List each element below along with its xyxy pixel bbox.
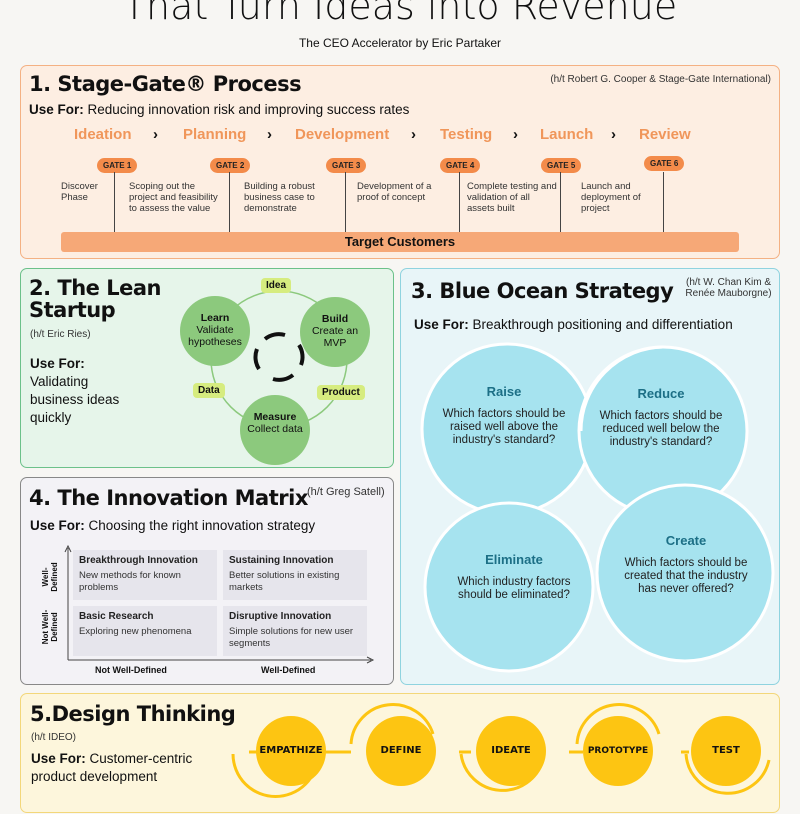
target-customers-bar: Target Customers <box>61 232 739 252</box>
section-title: 2. The Lean Startup <box>29 276 161 322</box>
gate-5: GATE 5 <box>541 158 582 173</box>
stage-development: Development <box>295 126 390 143</box>
gate-line <box>663 172 664 234</box>
x-label-not-well-defined: Not Well-Defined <box>95 665 167 675</box>
lean-startup-section: 2. The Lean Startup (h/t Eric Ries) Use … <box>20 268 394 468</box>
gate-line <box>229 172 230 234</box>
step-define: DEFINE <box>366 716 436 786</box>
gate-description: Building a robust business case to demon… <box>244 181 315 214</box>
gate-1: GATE 1 <box>97 158 138 173</box>
stage-testing: Testing <box>440 126 493 143</box>
chevron-right-icon: › <box>267 126 272 143</box>
design-thinking-section: 5.Design Thinking (h/t IDEO) Use For: Cu… <box>20 693 780 813</box>
section-title: 3. Blue Ocean Strategy <box>411 279 674 303</box>
tag-idea: Idea <box>261 278 292 293</box>
matrix-axes <box>64 544 375 664</box>
gate-line <box>560 172 561 234</box>
use-for: Use For: Reducing innovation risk and im… <box>29 102 410 117</box>
section-title: 4. The Innovation Matrix <box>29 486 308 510</box>
refresh-cycle-icon <box>253 332 305 382</box>
page-subtitle: The CEO Accelerator by Eric Partaker <box>298 36 502 50</box>
use-for: Use For: Choosing the right innovation s… <box>30 518 316 533</box>
y-label-not-well-defined: Not Well-Defined <box>41 609 59 645</box>
gate-line <box>459 172 460 234</box>
step-ideate: IDEATE <box>476 716 546 786</box>
y-label-well-defined: Well-Defined <box>41 562 59 592</box>
gate-description: Discover Phase <box>61 181 98 203</box>
section-title: 1. Stage-Gate® Process <box>29 72 302 96</box>
gate-4: GATE 4 <box>440 158 481 173</box>
chevron-right-icon: › <box>153 126 158 143</box>
use-for: Use For:Validating business ideas quickl… <box>30 356 120 425</box>
blue-ocean-circles <box>420 342 775 673</box>
section-title: 5.Design Thinking <box>30 702 236 726</box>
gate-2: GATE 2 <box>210 158 251 173</box>
chevron-right-icon: › <box>513 126 518 143</box>
page-title: That Turn Ideas into Revenue <box>122 0 678 28</box>
stage-launch: Launch <box>540 126 594 143</box>
attribution: (h/t Eric Ries) <box>30 329 91 340</box>
gate-description: Scoping out the project and feasibility … <box>129 181 218 214</box>
gate-line <box>114 172 115 234</box>
use-for: Use For: Customer-centric product develo… <box>31 751 193 784</box>
use-for: Use For: Breakthrough positioning and di… <box>414 317 733 332</box>
stage-review: Review <box>639 126 691 143</box>
gate-description: Development of a proof of concept <box>357 181 432 203</box>
tag-product: Product <box>317 385 365 400</box>
chevron-right-icon: › <box>411 126 416 143</box>
step-test: TEST <box>691 716 761 786</box>
attribution: (h/t IDEO) <box>31 732 77 743</box>
tag-data: Data <box>193 383 225 398</box>
chevron-right-icon: › <box>611 126 616 143</box>
step-empathize: EMPATHIZE <box>256 716 326 786</box>
attribution: (h/t Robert G. Cooper & Stage-Gate Inter… <box>550 74 771 85</box>
attribution: (h/t Greg Satell) <box>307 486 385 498</box>
gate-3: GATE 3 <box>326 158 367 173</box>
gate-description: Complete testing and validation of all a… <box>467 181 557 214</box>
attribution: (h/t W. Chan Kim & Renée Mauborgne) <box>685 277 772 299</box>
stage-planning: Planning <box>183 126 247 143</box>
gate-6: GATE 6 <box>644 156 685 171</box>
gate-line <box>345 172 346 234</box>
gate-description: Launch and deployment of project <box>581 181 641 214</box>
innovation-matrix-section: 4. The Innovation Matrix (h/t Greg Satel… <box>20 477 394 685</box>
x-label-well-defined: Well-Defined <box>261 665 316 675</box>
stage-ideation: Ideation <box>74 126 132 143</box>
step-prototype: PROTOTYPE <box>583 716 653 786</box>
blue-ocean-section: 3. Blue Ocean Strategy (h/t W. Chan Kim … <box>400 268 780 685</box>
stage-gate-section: 1. Stage-Gate® Process (h/t Robert G. Co… <box>20 65 780 259</box>
